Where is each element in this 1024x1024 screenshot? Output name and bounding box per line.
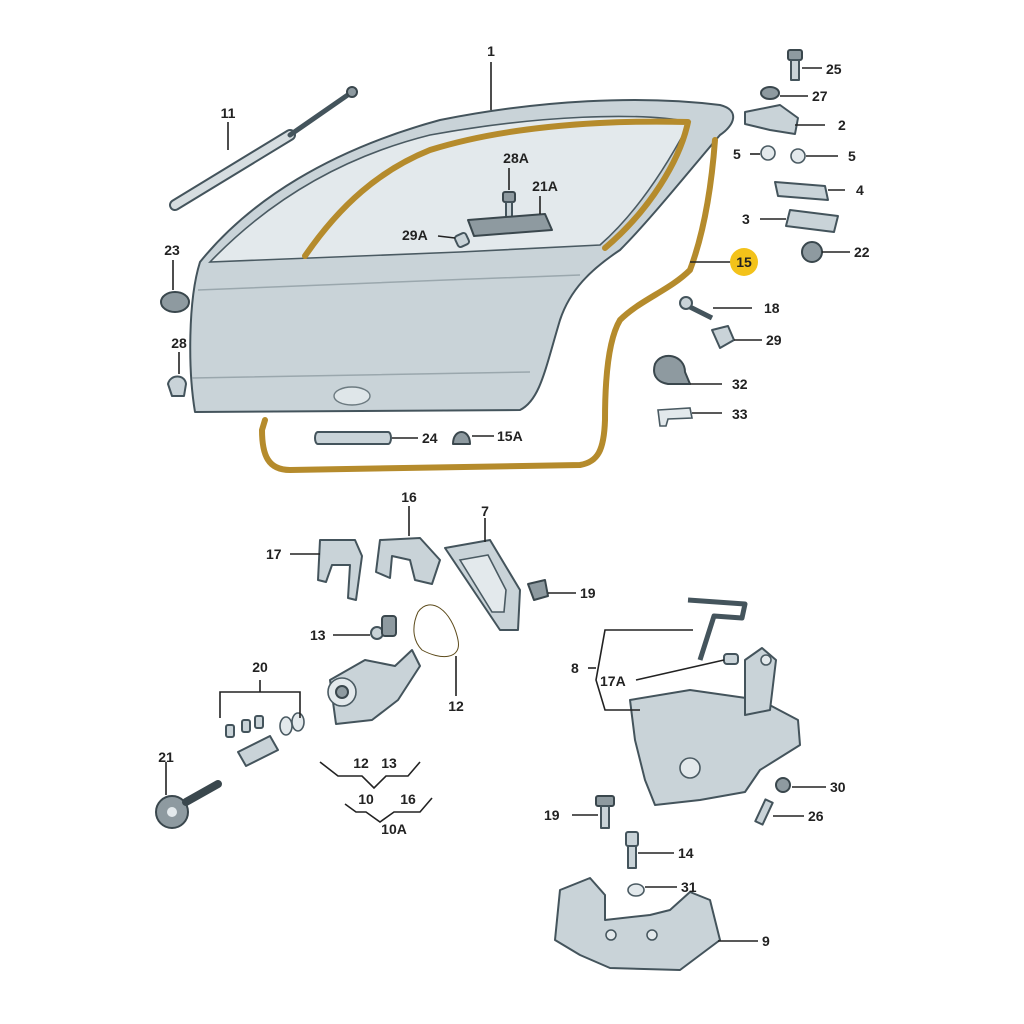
- clip-13: [370, 615, 397, 640]
- bolt-28a: [502, 191, 516, 227]
- label-7: 7: [481, 503, 489, 519]
- plate-4: [774, 181, 829, 201]
- label-8: 8: [571, 660, 579, 676]
- bump-stop: [452, 431, 471, 445]
- label-13-group: 13: [381, 755, 397, 771]
- label-31: 31: [681, 879, 697, 895]
- trim-strip: [314, 431, 392, 445]
- label-9: 9: [762, 933, 770, 949]
- door-seal: [259, 137, 718, 473]
- label-20: 20: [252, 659, 268, 675]
- clip-17a: [723, 653, 739, 665]
- nut-30: [775, 777, 791, 793]
- label-11: 11: [221, 105, 236, 121]
- gas-strut: [169, 86, 358, 211]
- label-13-left: 13: [310, 627, 326, 643]
- bracket-32: [653, 354, 691, 385]
- label-24: 24: [422, 430, 438, 446]
- trim-clip: [167, 375, 187, 397]
- pin-14: [625, 831, 639, 869]
- hinge-2: [744, 104, 799, 135]
- label-28: 28: [171, 335, 187, 351]
- nut-22: [801, 241, 823, 263]
- label-22: 22: [854, 244, 870, 260]
- label-21: 21: [158, 749, 174, 765]
- lock-cylinder: [327, 649, 421, 725]
- label-28a: 28A: [503, 150, 529, 166]
- label-27: 27: [812, 88, 828, 104]
- callout-labels: 1 25 27 2 5 5 4 3 22 15 18 29 32 33 11 2…: [158, 43, 870, 949]
- label-33: 33: [732, 406, 748, 422]
- label-19-lower: 19: [544, 807, 560, 823]
- rod-8: [687, 597, 748, 661]
- label-19-upper: 19: [580, 585, 596, 601]
- label-16-top: 16: [401, 489, 417, 505]
- label-12-right: 12: [448, 698, 464, 714]
- leader-lines: [165, 62, 850, 942]
- bolt-18: [679, 296, 714, 321]
- label-26: 26: [808, 808, 824, 824]
- label-10: 10: [358, 791, 374, 807]
- latch-assembly: [629, 647, 801, 806]
- label-2: 2: [838, 117, 846, 133]
- label-3: 3: [742, 211, 750, 227]
- label-12-group: 12: [353, 755, 369, 771]
- retainer-16: [375, 537, 441, 585]
- label-29: 29: [766, 332, 782, 348]
- washer-31: [627, 883, 645, 897]
- label-29a: 29A: [402, 227, 428, 243]
- clip-29: [711, 325, 735, 349]
- seal-12: [413, 604, 459, 658]
- gasket-7-inner: [458, 554, 507, 613]
- grommet: [160, 291, 190, 313]
- label-5-left: 5: [733, 146, 741, 162]
- label-10a: 10A: [381, 821, 407, 837]
- label-4: 4: [856, 182, 864, 198]
- label-15: 15: [736, 254, 752, 270]
- highlight-15-badge: [730, 248, 758, 276]
- clip-19-upper: [527, 579, 549, 601]
- label-25: 25: [826, 61, 842, 77]
- key-21: [155, 780, 222, 829]
- striker-9: [554, 877, 721, 971]
- cylinder-parts-20: [225, 712, 305, 767]
- bolt-26: [754, 798, 774, 826]
- label-30: 30: [830, 779, 846, 795]
- handle-bracket-17: [317, 539, 363, 601]
- label-16-group: 16: [400, 791, 416, 807]
- window-seal: [302, 118, 691, 259]
- clip-29a: [454, 232, 470, 248]
- bolt-19-lower: [595, 795, 615, 829]
- label-14: 14: [678, 845, 694, 861]
- label-17: 17: [266, 546, 282, 562]
- washer-5-left: [760, 145, 776, 161]
- bracket-21a: [467, 213, 553, 237]
- plate-3: [785, 209, 839, 233]
- washer-27: [760, 86, 780, 100]
- label-5-right: 5: [848, 148, 856, 164]
- label-15a: 15A: [497, 428, 523, 444]
- label-17a: 17A: [600, 673, 626, 689]
- hinge-bolt-25: [787, 49, 803, 81]
- label-32: 32: [732, 376, 748, 392]
- label-1: 1: [487, 43, 495, 59]
- label-21a: 21A: [532, 178, 558, 194]
- label-18: 18: [764, 300, 780, 316]
- washer-5-right: [790, 148, 806, 164]
- catch-33: [657, 407, 693, 427]
- label-23: 23: [164, 242, 180, 258]
